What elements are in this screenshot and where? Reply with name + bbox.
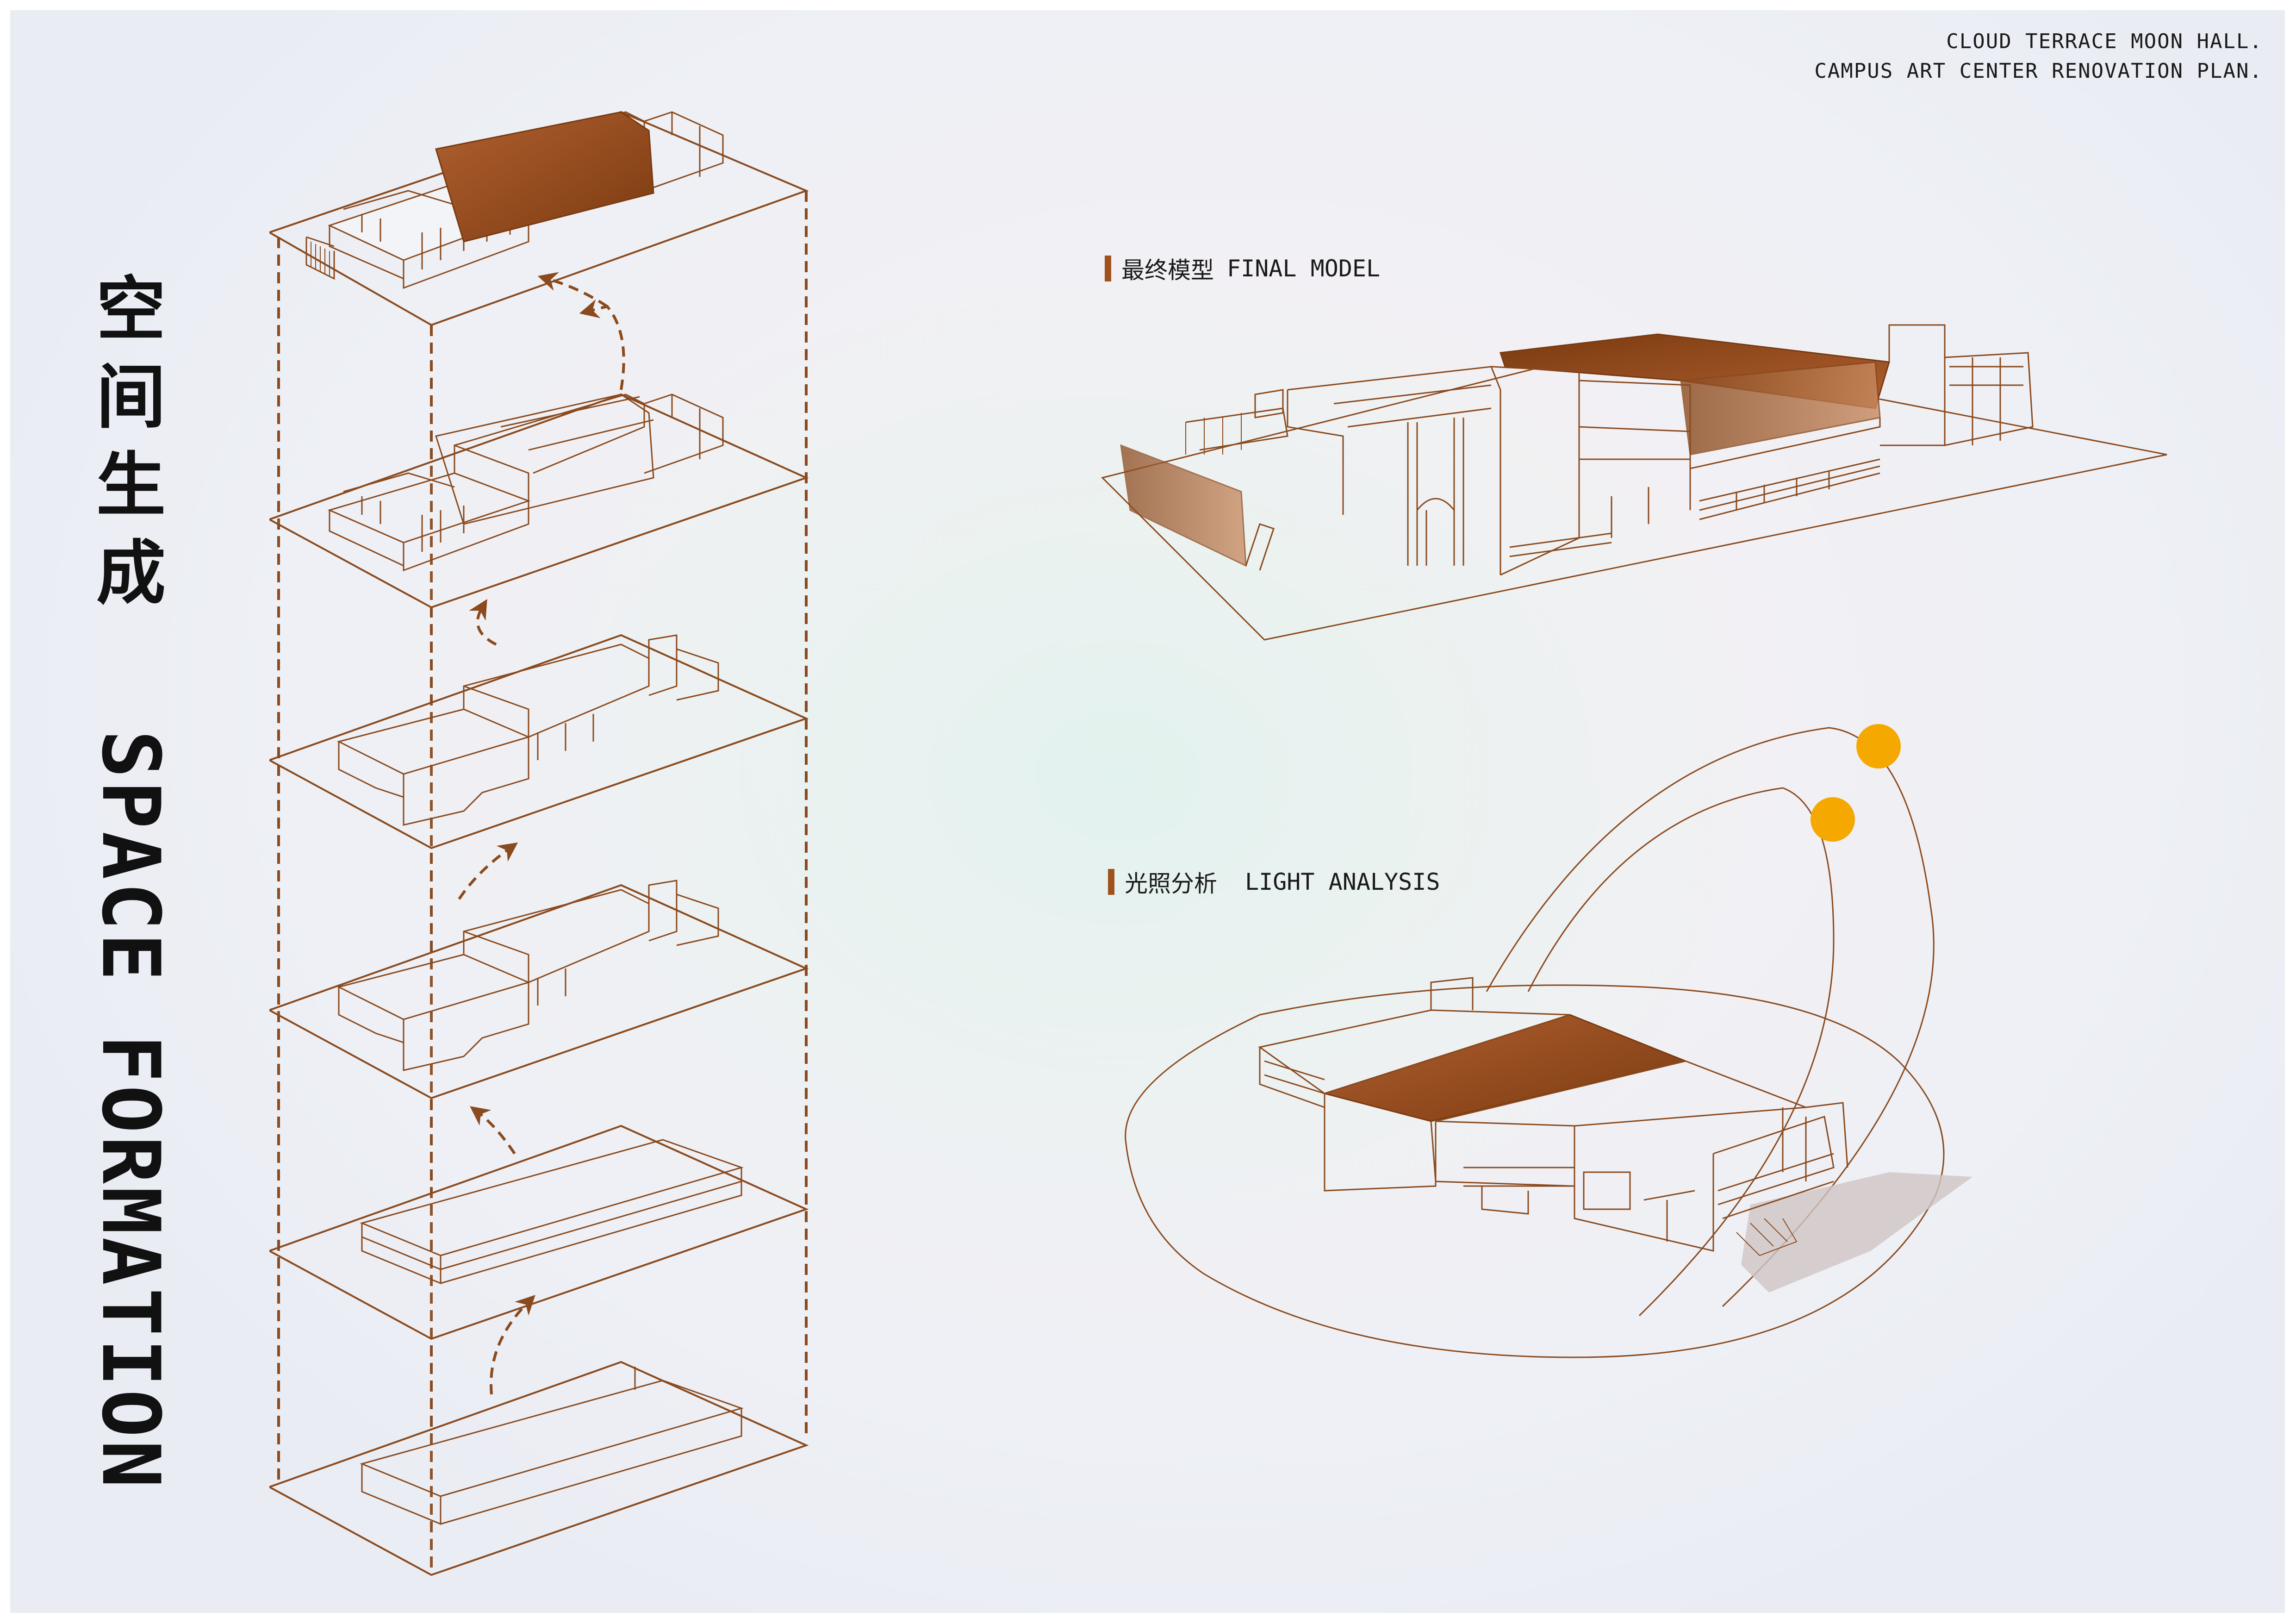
sun-arc-inner — [1527, 787, 1835, 1317]
title-chinese: 空 间 生 成 — [96, 266, 166, 618]
roof-panel — [1322, 1014, 1688, 1122]
site-ground — [1101, 347, 2167, 641]
arrow — [490, 1295, 535, 1395]
retaining-wall — [1120, 444, 1247, 567]
section-label-light-analysis: 光照分析 LIGHT ANALYSIS — [1108, 865, 1440, 899]
building-level-4 — [336, 634, 719, 826]
floor-plate — [269, 1124, 809, 1340]
arrow — [579, 299, 625, 390]
title-char: 空 — [96, 269, 166, 350]
title-english: SPACE FORMATION — [84, 730, 177, 1491]
arrow — [470, 1106, 516, 1155]
cast-shadow — [1741, 1172, 1972, 1293]
building-level-1 — [360, 1367, 744, 1525]
drawing-sheet: CLOUD TERRACE MOON HALL. CAMPUS ART CENT… — [10, 10, 2285, 1613]
arrow — [469, 599, 497, 646]
final-model-drawing — [1101, 324, 2167, 641]
section-marker — [1105, 256, 1111, 281]
section-label-cn: 最终模型 — [1121, 257, 1214, 284]
sun-path-ground — [1125, 984, 1945, 1358]
sun-arc-outer — [1486, 727, 1935, 1307]
project-title: CLOUD TERRACE MOON HALL. — [1946, 30, 2263, 53]
title-char: 间 — [96, 357, 166, 438]
building-level-5 — [327, 394, 724, 572]
space-formation-stack — [269, 111, 809, 1576]
building-level-2 — [360, 1139, 744, 1285]
dashed-columns — [277, 191, 808, 1575]
generation-arrows — [458, 272, 625, 1395]
arrow — [537, 272, 608, 308]
project-subtitle: CAMPUS ART CENTER RENOVATION PLAN. — [1814, 59, 2263, 83]
light-analysis-drawing — [1125, 724, 1972, 1358]
project-header: CLOUD TERRACE MOON HALL. CAMPUS ART CENT… — [1814, 27, 2263, 86]
section-label-final-model: 最终模型 FINAL MODEL — [1105, 252, 1380, 285]
sun-icon — [1811, 797, 1855, 842]
floor-plates — [269, 111, 809, 1576]
title-char: 生 — [96, 445, 166, 526]
building-level-3 — [336, 880, 719, 1071]
section-marker — [1108, 869, 1114, 895]
sun-icon — [1856, 724, 1901, 768]
floor-plate — [269, 393, 809, 609]
title-char: 成 — [96, 533, 166, 614]
section-label-cn: 光照分析 — [1125, 870, 1217, 897]
arrow — [458, 842, 518, 900]
section-label-en: LIGHT ANALYSIS — [1245, 868, 1440, 895]
section-label-en: FINAL MODEL — [1227, 255, 1381, 282]
building-level-6 — [305, 111, 724, 289]
title-english-text: SPACE FORMATION — [84, 730, 177, 1491]
